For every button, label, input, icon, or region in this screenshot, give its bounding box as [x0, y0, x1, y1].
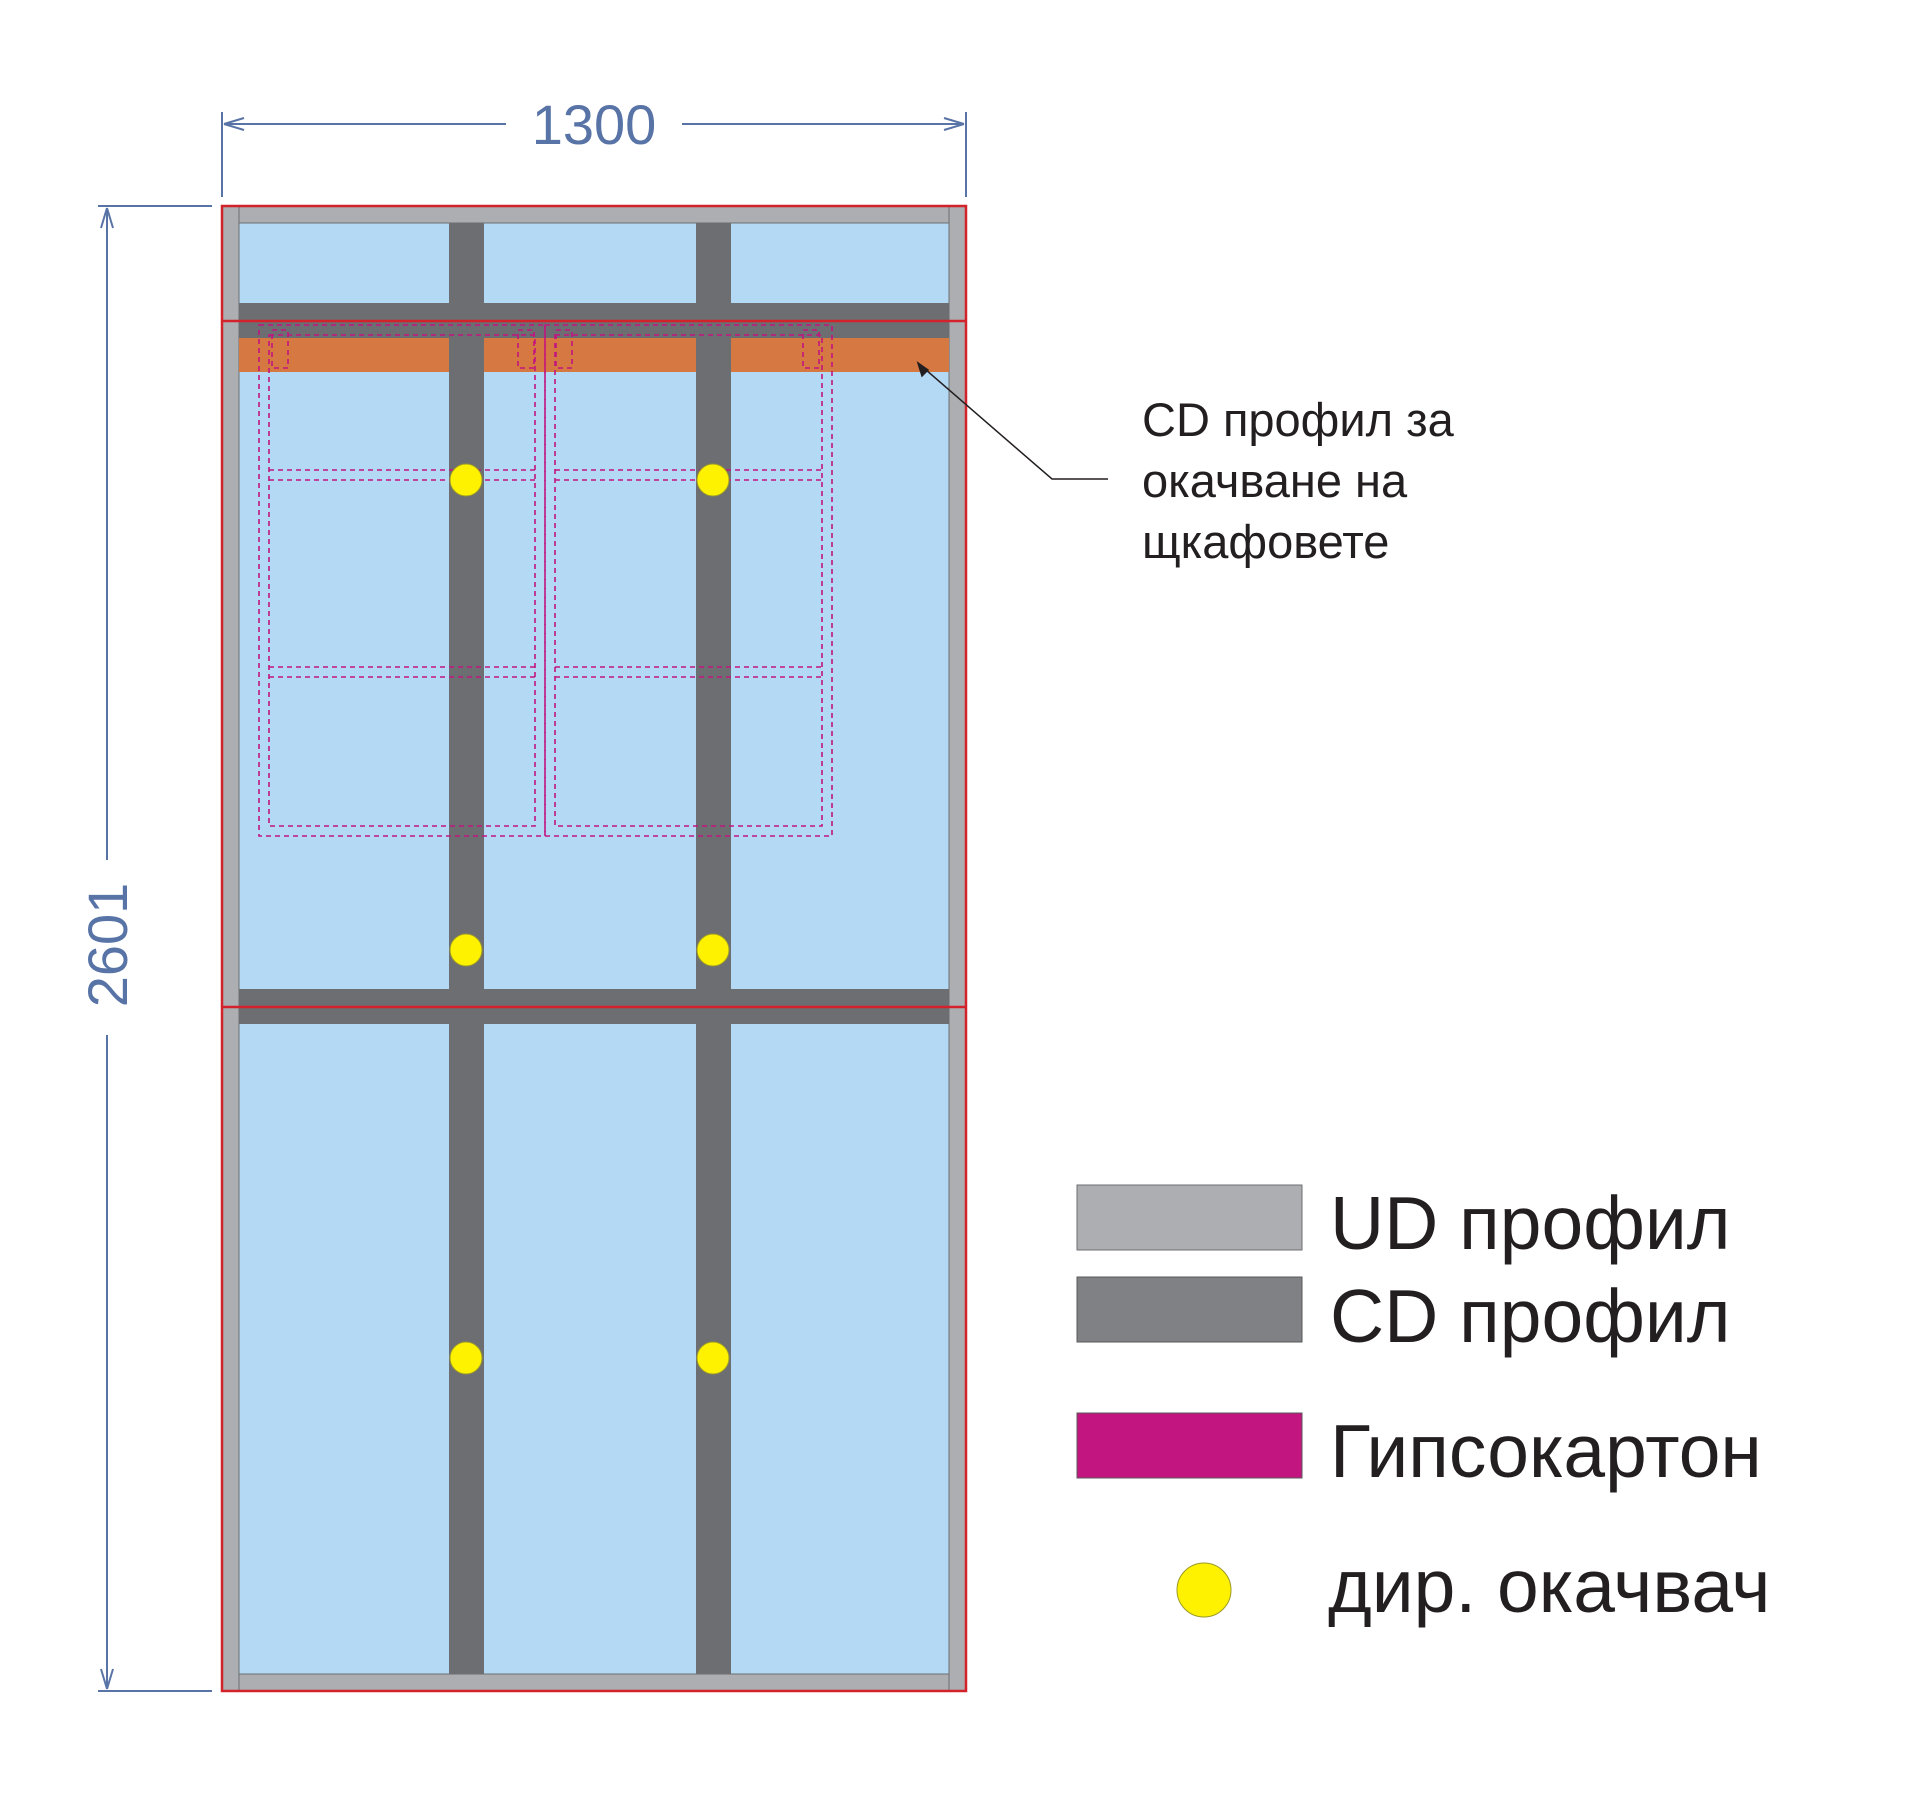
cabinet-left-outline	[258, 324, 546, 837]
board-outlines	[220, 204, 968, 1693]
ud-profile-left	[221, 205, 240, 1692]
gypsum-board-area	[222, 206, 966, 1691]
ud-profile-bottom	[221, 1673, 967, 1692]
legend: UD профил CD профил Гипсокартон дир. ока…	[1076, 1181, 1771, 1628]
direct-hanger	[696, 463, 730, 497]
cabinet-outlines	[258, 324, 833, 837]
legend-hanger-icon	[1176, 1562, 1232, 1618]
direct-hanger	[449, 933, 483, 967]
legend-label-gypsum: Гипсокартон	[1330, 1409, 1762, 1493]
legend-label-hanger: дир. окачвач	[1328, 1544, 1771, 1628]
callout-leader	[916, 361, 1108, 480]
height-dimension	[98, 205, 212, 1692]
height-dimension-label: 2601	[76, 883, 139, 1008]
width-dimension-label: 1300	[532, 93, 657, 156]
callout-line-1: CD профил за	[1142, 393, 1455, 446]
direct-hanger	[696, 933, 730, 967]
cabinet-right-outline	[544, 324, 833, 837]
legend-label-cd: CD профил	[1330, 1274, 1731, 1358]
direct-hanger	[449, 463, 483, 497]
cabinet-right-inner	[554, 334, 823, 827]
legend-label-ud: UD профил	[1330, 1181, 1731, 1265]
direct-hanger	[696, 1341, 730, 1375]
cabinet-hanging-profile	[239, 338, 949, 372]
legend-swatch-cd	[1076, 1276, 1303, 1343]
callout-text: CD профил за окачване на щкафовете	[1142, 393, 1467, 568]
callout-line-3: щкафовете	[1142, 515, 1389, 568]
legend-swatch-gypsum	[1076, 1412, 1303, 1479]
legend-swatch-ud	[1076, 1184, 1303, 1251]
direct-hanger	[449, 1341, 483, 1375]
direct-hangers	[449, 463, 730, 1375]
callout-line-2: окачване на	[1142, 454, 1408, 507]
ud-profile-right	[948, 205, 967, 1692]
ud-profile-top	[221, 205, 967, 224]
width-dimension	[221, 112, 967, 197]
